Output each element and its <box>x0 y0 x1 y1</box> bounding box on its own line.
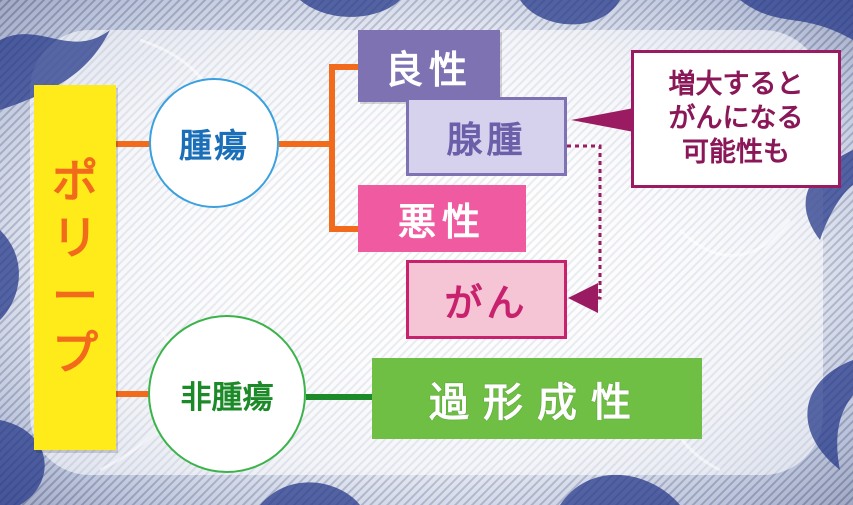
benign-box: 良性 <box>358 30 500 102</box>
malignant-box: 悪性 <box>358 185 526 252</box>
cancer-box: がん <box>406 260 567 339</box>
tumor-circle: 腫瘍 <box>149 78 279 208</box>
callout-line-3: 可能性も <box>682 136 790 168</box>
polyp-char-3: ー <box>52 268 98 323</box>
callout-line-2: がんになる <box>668 103 804 135</box>
tumor-label: 腫瘍 <box>179 126 249 165</box>
callout-pointer <box>571 108 634 132</box>
dotted-arrow-adenoma-to-cancer <box>567 144 602 313</box>
hyperplastic-label: 過形成性 <box>429 379 645 426</box>
non-tumor-label: 非腫瘍 <box>180 379 274 416</box>
adenoma-label: 腺腫 <box>446 119 527 161</box>
polyp-char-1: ポ <box>52 153 98 208</box>
non-tumor-circle: 非腫瘍 <box>148 315 306 473</box>
cancer-label: がん <box>444 281 529 325</box>
polyp-box: ポ リ ー プ <box>34 85 116 450</box>
callout-line-1: 増大すると <box>668 69 804 101</box>
polyp-char-4: プ <box>52 326 98 380</box>
benign-label: 良性 <box>384 47 473 92</box>
adenoma-box: 腺腫 <box>406 97 567 176</box>
polyp-char-2: リ <box>52 211 98 265</box>
hyperplastic-box: 過形成性 <box>372 358 702 439</box>
malignant-label: 悪性 <box>397 200 486 244</box>
callout-box: 増大すると がんになる 可能性も <box>631 50 841 188</box>
